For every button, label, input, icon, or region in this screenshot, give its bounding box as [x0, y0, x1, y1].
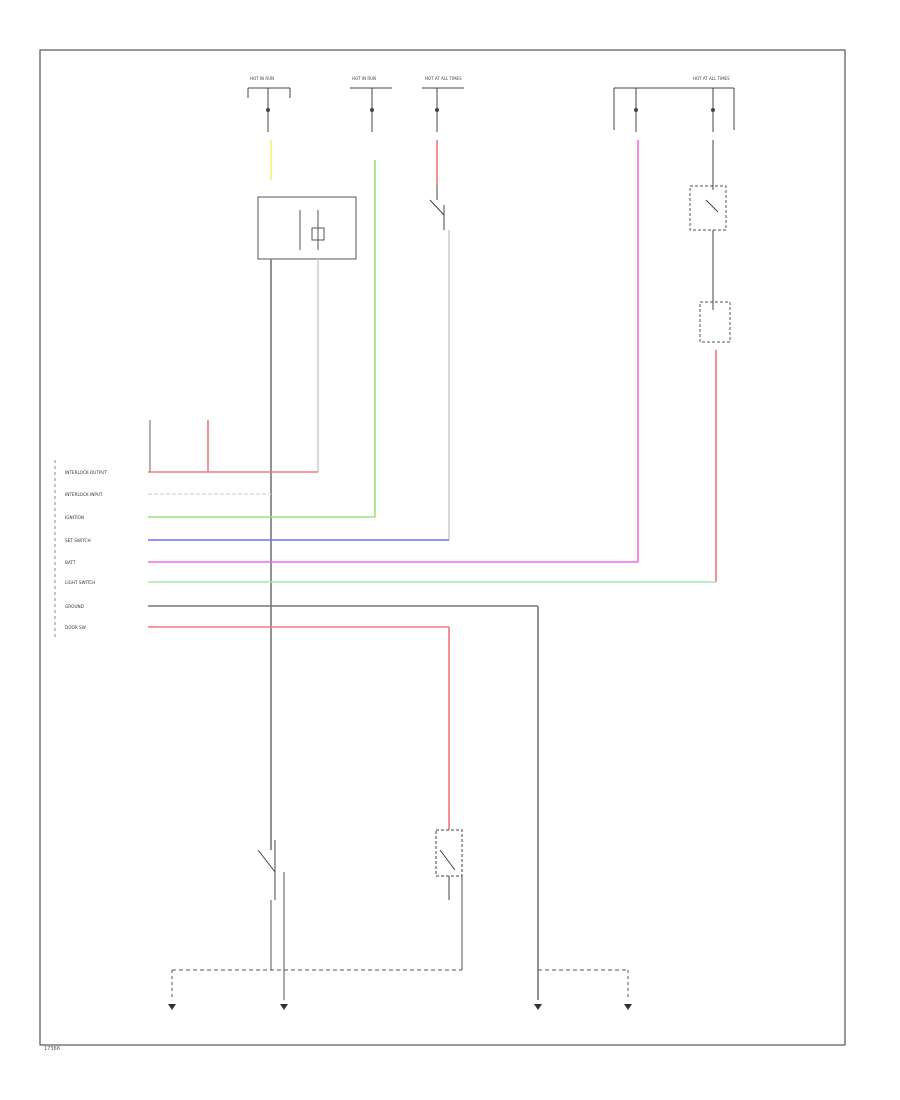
pin-label-7: GROUND [65, 604, 84, 609]
module-pin-labels: INTERLOCK OUTPUT INTERLOCK INPUT IGNITIO… [65, 470, 107, 630]
ground-symbol-4 [624, 1004, 632, 1010]
pin-label-8: DOOR SW [65, 625, 86, 630]
left-bottom-switch [257, 840, 276, 900]
ground-symbol-2 [280, 1004, 288, 1010]
pin-label-4: SET SWITCH [65, 538, 91, 543]
pin-label-5: BATT [65, 560, 76, 565]
center-switch [429, 185, 445, 230]
pin-label-1: INTERLOCK OUTPUT [65, 470, 107, 475]
ground-symbol-3 [534, 1004, 542, 1010]
fuse-b-label: HOT IN RUN [352, 76, 376, 81]
right-switch-contact [705, 140, 719, 250]
right-switch-box [689, 185, 727, 231]
right-lower-box [699, 301, 731, 343]
bottom-ground-bus [171, 872, 629, 1000]
upper-module-internals [299, 210, 325, 250]
ground-symbol-1 [168, 1004, 176, 1010]
pin-label-6: LIGHT SWITCH [65, 580, 95, 585]
fuse-c-label: HOT AT ALL TIMES [425, 76, 462, 81]
footer-code: 17366 [44, 1046, 60, 1052]
diagram-frame [39, 49, 846, 1046]
right-bottom-switch [435, 829, 463, 900]
top-busbars [247, 87, 735, 130]
fuses [266, 88, 715, 132]
fuse-d-label: HOT AT ALL TIMES [693, 76, 730, 81]
ground-symbols [168, 1004, 632, 1010]
upper-module-box [257, 196, 357, 260]
fuse-a-label: HOT IN RUN [250, 76, 274, 81]
pin-label-2: INTERLOCK INPUT [65, 492, 103, 497]
pin-label-3: IGNITION [65, 515, 84, 520]
